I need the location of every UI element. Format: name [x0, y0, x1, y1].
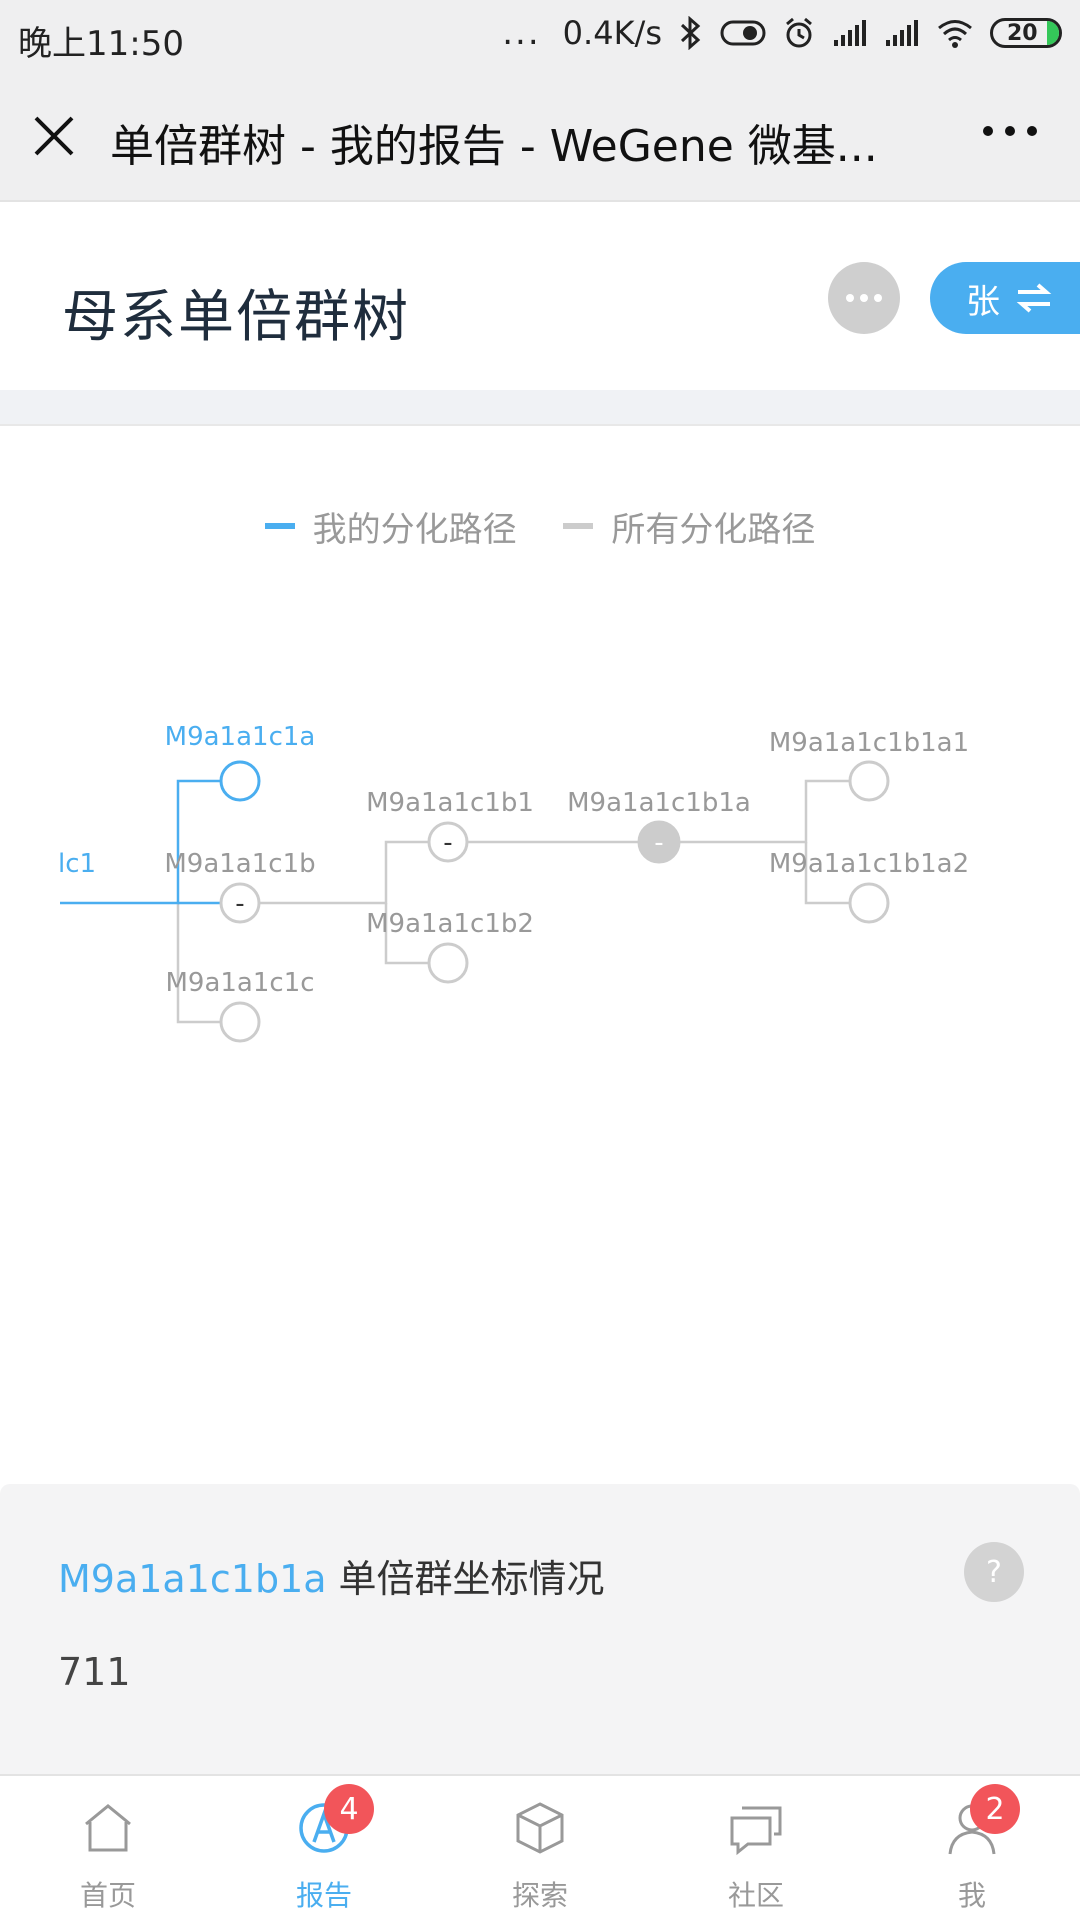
tab-community[interactable]: 社区 — [648, 1776, 864, 1922]
collapse-symbol-b1: - — [443, 828, 452, 858]
tab-home[interactable]: 首页 — [0, 1776, 216, 1922]
nav-title: 单倍群树 - 我的报告 - WeGene 微基... — [110, 121, 878, 172]
legend-item-my-path: 我的分化路径 — [264, 502, 517, 551]
section-divider — [0, 390, 1080, 426]
selected-haplogroup: M9a1a1c1b1a — [58, 1557, 327, 1601]
mute-toggle-icon — [720, 20, 766, 46]
legend-swatch-gray — [563, 523, 594, 529]
swap-icon — [1016, 283, 1052, 313]
status-time: 晚上11:50 — [18, 24, 184, 64]
tree-node-b1a[interactable] — [637, 820, 681, 864]
collapse-symbol-b1a: - — [654, 828, 663, 858]
profile-name: 张 — [966, 281, 1000, 322]
wifi-icon — [938, 20, 972, 48]
tree-label-b2: M9a1a1c1b2 — [366, 909, 534, 939]
legend-label: 所有分化路径 — [611, 509, 816, 550]
tree-label-b1a: M9a1a1c1b1a — [567, 788, 751, 818]
tree-node-c[interactable] — [219, 1001, 261, 1043]
legend-swatch-blue — [264, 523, 295, 529]
tab-label: 我 — [957, 1879, 986, 1912]
me-badge: 2 — [970, 1784, 1020, 1834]
tab-label: 报告 — [295, 1879, 352, 1912]
status-bar: 晚上11:50 ... 0.4K/s — [0, 0, 1080, 76]
tree-label-b: M9a1a1c1b — [164, 849, 315, 879]
tree-node-b[interactable] — [219, 882, 261, 924]
status-more-dots: ... — [502, 13, 541, 53]
help-button[interactable]: ? — [964, 1542, 1024, 1602]
tab-label: 首页 — [79, 1879, 136, 1912]
signal-icon-2 — [886, 20, 918, 46]
nav-bar: 单倍群树 - 我的报告 - WeGene 微基... — [0, 76, 1080, 202]
tree-label-root: lc1 — [58, 849, 96, 879]
tree-node-b1a2[interactable] — [848, 882, 890, 924]
tab-report[interactable]: 4 报告 — [216, 1776, 432, 1922]
tree-label-a: M9a1a1c1a — [165, 722, 316, 752]
legend-item-all-paths: 所有分化路径 — [563, 502, 815, 551]
tree-legend: 我的分化路径 所有分化路径 — [0, 498, 1080, 551]
home-icon — [85, 1804, 131, 1852]
alarm-icon — [786, 17, 812, 48]
tree-node-b1[interactable] — [427, 821, 469, 863]
tab-explore[interactable]: 探索 — [432, 1776, 648, 1922]
tree-node-b2[interactable] — [427, 942, 469, 984]
tab-label: 社区 — [727, 1879, 784, 1912]
battery-level: 20 — [1007, 20, 1038, 46]
status-icons: ... 0.4K/s — [502, 14, 1062, 52]
haplogroup-tree[interactable]: - - - lc1 M9a1a1c1a M9a1a1c1b M9a1a1c1c … — [0, 700, 1080, 1080]
tree-label-b1a1: M9a1a1c1b1a1 — [769, 728, 969, 758]
chat-icon — [730, 1806, 782, 1856]
tab-me[interactable]: 2 我 — [864, 1776, 1080, 1922]
tree-label-b1: M9a1a1c1b1 — [366, 788, 534, 818]
tab-label: 探索 — [511, 1879, 568, 1912]
tree-node-b1a1[interactable] — [848, 760, 890, 802]
switch-profile-button[interactable]: 张 — [930, 262, 1080, 334]
close-icon[interactable] — [28, 110, 80, 162]
tree-label-b1a2: M9a1a1c1b1a2 — [769, 849, 969, 879]
battery-icon: 20 — [990, 18, 1062, 48]
signal-icon — [834, 20, 866, 46]
more-menu-icon[interactable] — [980, 116, 1040, 146]
collapse-symbol-b: - — [235, 889, 244, 919]
report-badge: 4 — [324, 1784, 374, 1834]
cube-icon — [516, 1802, 564, 1854]
tree-label-c: M9a1a1c1c — [165, 968, 314, 998]
my-path-branches — [60, 779, 222, 905]
page-title: 母系单倍群树 — [62, 285, 410, 350]
legend-label: 我的分化路径 — [312, 509, 517, 550]
info-heading-text: 单倍群坐标情况 — [338, 1557, 605, 1601]
network-speed: 0.4K/s — [562, 14, 662, 52]
tree-branches — [176, 779, 851, 1024]
bluetooth-icon — [680, 16, 701, 50]
page-header: 母系单倍群树 张 — [0, 202, 1080, 391]
bottom-tab-bar: 首页 4 报告 探索 社区 2 我 — [0, 1774, 1080, 1920]
coordinate-value: 711 — [58, 1650, 131, 1694]
more-options-button[interactable] — [828, 262, 900, 334]
tree-node-a[interactable] — [219, 760, 261, 802]
